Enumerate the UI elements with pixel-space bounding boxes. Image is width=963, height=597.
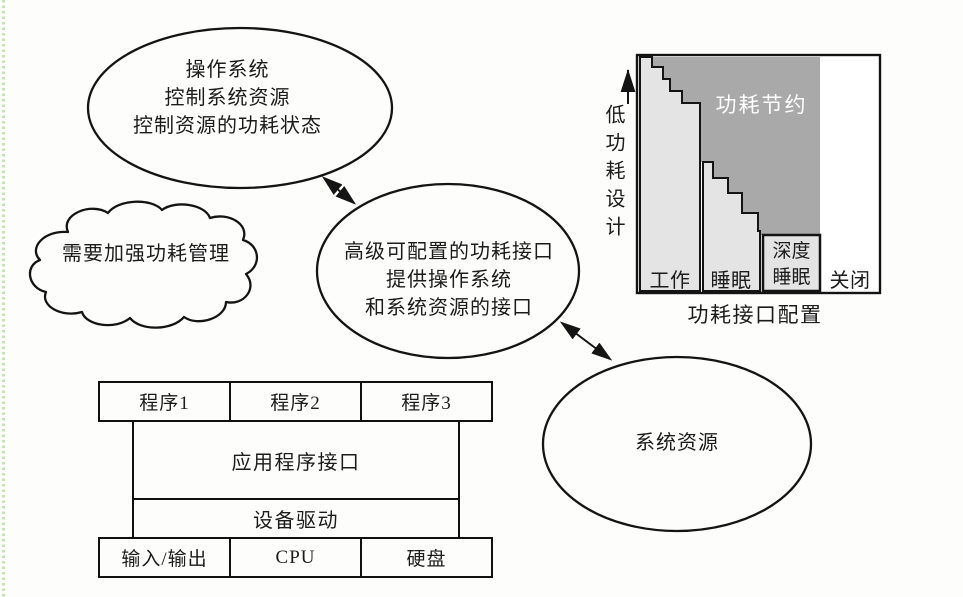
- page-edge-dotted-line: [2, 0, 5, 597]
- chart-state-work-label: 工作: [649, 270, 691, 292]
- cloud-shape: [28, 200, 259, 329]
- arrow-acpi-resources: [559, 321, 613, 361]
- chart-y-axis-label: 低功耗设计: [602, 104, 624, 244]
- resources-ellipse-shape: [541, 355, 813, 533]
- cloud-label: 需要加强功耗管理: [62, 243, 230, 265]
- chart-state-work-column: [639, 56, 701, 292]
- chart-state-sleep-column: [702, 161, 761, 292]
- acpi-line-2: 提供操作系统: [386, 269, 512, 291]
- acpi-line-1: 高级可配置的功耗接口: [344, 241, 554, 263]
- power-chart: [620, 53, 882, 295]
- stack-cell-program3: 程序3: [401, 393, 452, 414]
- resources-label: 系统资源: [635, 432, 719, 454]
- stack-cell-cpu: CPU: [231, 539, 362, 576]
- chart-state-deepsleep-box: [761, 233, 822, 293]
- chart-state-sleep-label: 睡眠: [710, 270, 752, 292]
- os-line-2: 控制系统资源: [164, 87, 291, 109]
- chart-savings-region: [652, 57, 820, 235]
- chart-state-deepsleep-label: 深度睡眠: [772, 241, 811, 288]
- stack-cell-io: 输入/输出: [100, 539, 231, 576]
- acpi-ellipse-text: 高级可配置的功耗接口 提供操作系统 和系统资源的接口: [323, 238, 575, 322]
- os-ellipse-text: 操作系统 控制系统资源 控制资源的功耗状态: [100, 56, 355, 140]
- stack-driver-box: 设备驱动: [132, 500, 460, 537]
- stack-bottom-row: 输入/输出 CPU 硬盘: [98, 537, 493, 578]
- os-ellipse-shape: [86, 26, 394, 190]
- acpi-ellipse-shape: [315, 182, 581, 360]
- os-line-3: 控制资源的功耗状态: [133, 115, 322, 137]
- stack-top-row: 程序1 程序2 程序3: [98, 381, 493, 422]
- chart-state-off-label: 关闭: [829, 270, 871, 292]
- acpi-line-3: 和系统资源的接口: [365, 297, 533, 319]
- chart-savings-label: 功耗节约: [715, 93, 808, 117]
- stack-cell-program2: 程序2: [231, 383, 362, 420]
- os-line-1: 操作系统: [185, 59, 270, 81]
- arrow-os-acpi: [321, 176, 357, 205]
- stack-cell-disk: 硬盘: [406, 549, 447, 570]
- chart-caption: 功耗接口配置: [687, 303, 823, 327]
- stack-api-box: 应用程序接口: [132, 422, 460, 500]
- stack-cell-program1: 程序1: [100, 383, 231, 420]
